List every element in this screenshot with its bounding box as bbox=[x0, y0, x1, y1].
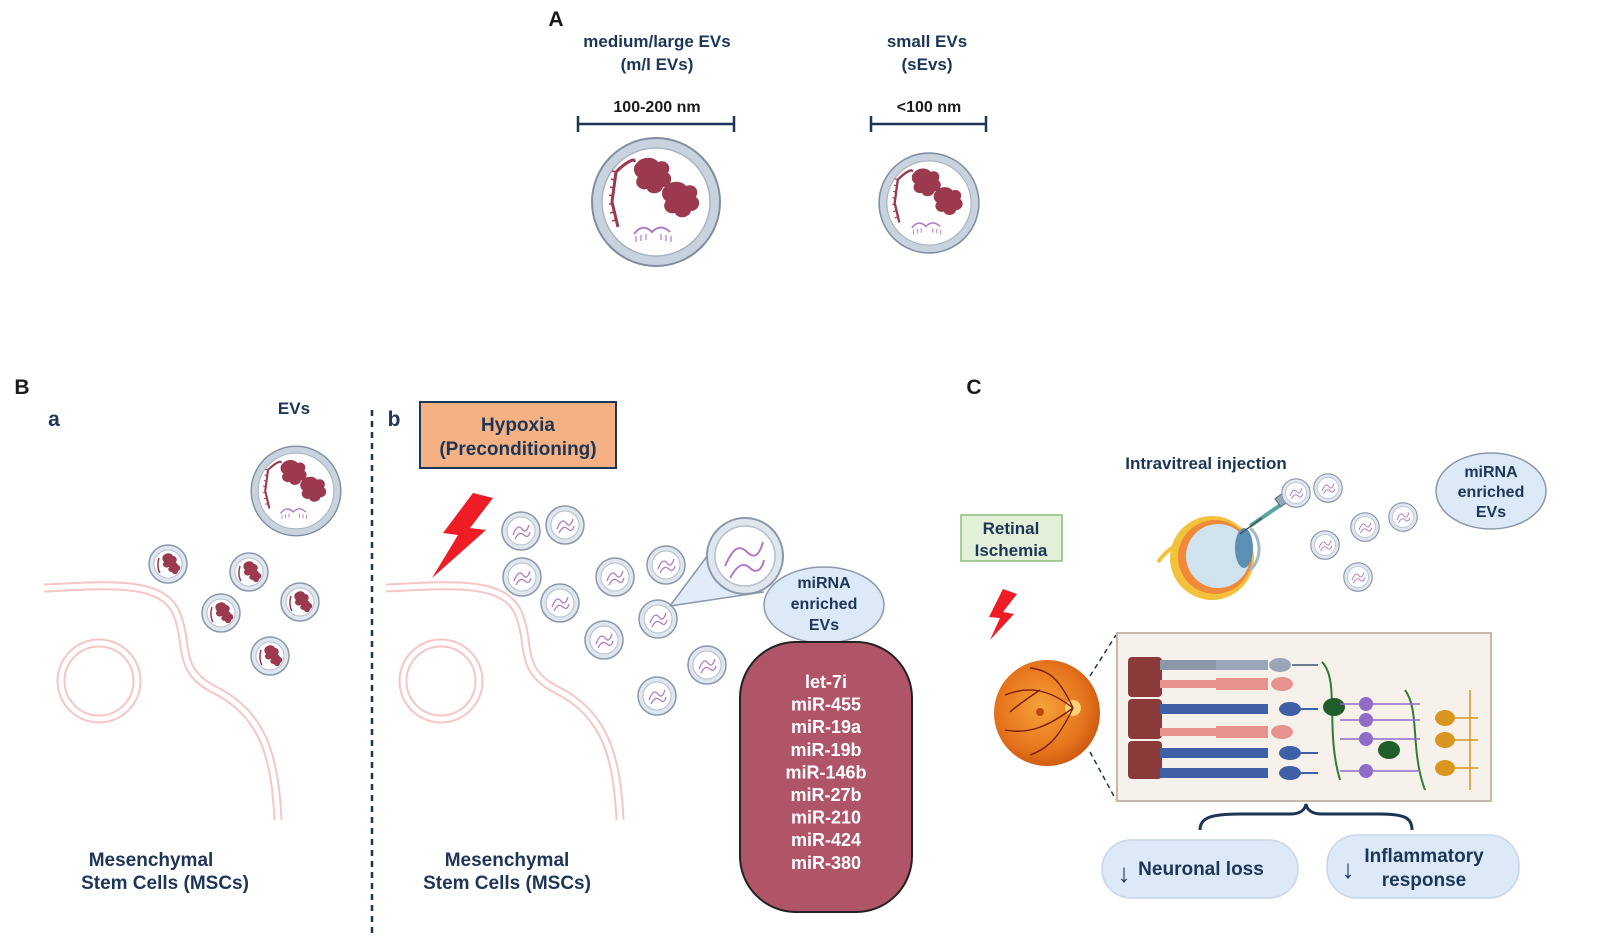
panel-b: B a b EVs Mesenchymal Stem Cells (MSCs) … bbox=[14, 376, 913, 935]
panel-a-letter: A bbox=[548, 8, 563, 31]
msc-a-cell-membrane bbox=[43, 581, 283, 821]
panel-c-letter: C bbox=[966, 376, 981, 399]
small-evs-abbrev: (sEvs) bbox=[901, 55, 952, 74]
injection-label: Intravitreal injection bbox=[1125, 454, 1287, 473]
msc-b-label-line1: Mesenchymal bbox=[445, 850, 570, 871]
mirna-evs-label-3: EVs bbox=[1476, 504, 1506, 521]
eye-cross-section-icon bbox=[1156, 486, 1298, 600]
ev-mirna-vesicle-icon bbox=[1310, 530, 1340, 560]
mirna-evs-label-2: enriched bbox=[1458, 484, 1525, 501]
magnifier-icon bbox=[669, 517, 784, 607]
panel-b-sub-b: b bbox=[388, 408, 401, 431]
ev-mirna-vesicle-icon bbox=[1313, 473, 1343, 503]
ev-mirna-vesicle-icon bbox=[502, 557, 542, 597]
mirna-list-item: miR-19a bbox=[791, 717, 862, 737]
lightning-bolt-icon bbox=[989, 589, 1017, 640]
ev-mirna-vesicle-icon bbox=[1388, 502, 1418, 532]
lightning-bolt-icon bbox=[432, 493, 493, 578]
retina-layers-diagram bbox=[1116, 632, 1492, 802]
ml-evs-title: medium/large EVs bbox=[583, 32, 730, 51]
small-size-scale-bar bbox=[869, 116, 988, 132]
ev-mirna-vesicle-icon bbox=[646, 545, 686, 585]
ml-size-scale-bar bbox=[576, 116, 736, 132]
hypoxia-box bbox=[419, 401, 617, 469]
ev-mirna-vesicle-icon bbox=[584, 620, 624, 660]
mirna-list-item: miR-19b bbox=[790, 740, 861, 760]
ev-mirna-vesicle-icon bbox=[545, 505, 585, 545]
panel-a: A medium/large EVs (m/l EVs) 100-200 nm … bbox=[548, 8, 988, 268]
hypoxia-sublabel: (Preconditioning) bbox=[439, 439, 596, 460]
ev-mirna-vesicle-icon bbox=[595, 557, 635, 597]
retinal-ischemia-label-1: Retinal bbox=[983, 519, 1040, 538]
neuronal-loss-label: Neuronal loss bbox=[1138, 859, 1264, 880]
ev-mirna-vesicle-icon bbox=[1350, 512, 1380, 542]
ev-protein-vesicle-icon bbox=[201, 593, 241, 633]
ev-protein-vesicle-icon bbox=[148, 544, 188, 584]
inflammatory-label-1: Inflammatory bbox=[1364, 846, 1484, 867]
neuronal-loss-pill bbox=[1101, 839, 1299, 899]
mirna-list-item: miR-210 bbox=[791, 808, 861, 828]
retina-fundus-icon bbox=[994, 660, 1100, 766]
ev-protein-vesicle-icon bbox=[250, 636, 290, 676]
panel-b-letter: B bbox=[14, 376, 29, 399]
msc-a-label-line1: Mesenchymal bbox=[89, 850, 214, 871]
mirna-evs-bubble bbox=[1435, 452, 1547, 530]
down-arrow-icon: ↓ bbox=[1118, 858, 1131, 888]
ev-mirna-vesicle-icon bbox=[540, 583, 580, 623]
mirna-list-item: miR-146b bbox=[785, 762, 866, 782]
small-evs-size: <100 nm bbox=[897, 99, 961, 116]
ev-protein-vesicle-icon bbox=[280, 582, 320, 622]
inflammatory-response-pill bbox=[1326, 834, 1520, 899]
mirna-list-box bbox=[739, 641, 913, 913]
small-evs-title: small EVs bbox=[887, 32, 967, 51]
mirna-evs-label-3: EVs bbox=[809, 617, 839, 634]
mirna-list-item: miR-27b bbox=[790, 785, 861, 805]
msc-b-label-line2: Stem Cells (MSCs) bbox=[423, 873, 591, 894]
ml-ev-vesicle-icon bbox=[590, 136, 722, 268]
ev-mirna-vesicle-icon bbox=[1343, 562, 1373, 592]
ev-vesicle-icon bbox=[250, 445, 342, 537]
retinal-ischemia-box bbox=[960, 514, 1063, 562]
ev-mirna-vesicle-icon bbox=[501, 511, 541, 551]
mirna-list-item: miR-424 bbox=[791, 830, 861, 850]
panel-b-sub-a: a bbox=[48, 408, 60, 431]
mirna-evs-label-1: miRNA bbox=[1464, 464, 1518, 481]
mirna-evs-label-2: enriched bbox=[791, 596, 858, 613]
mirna-list-item: let-7i bbox=[805, 672, 847, 692]
panel-c: C Intravitreal injection Retinal Ischemi… bbox=[960, 376, 1547, 899]
hypoxia-label: Hypoxia bbox=[481, 415, 555, 436]
ev-mirna-vesicle-icon bbox=[1281, 478, 1311, 508]
msc-b-cell-membrane bbox=[385, 581, 625, 821]
retinal-ischemia-label-2: Ischemia bbox=[975, 541, 1048, 560]
mirna-evs-label-1: miRNA bbox=[797, 575, 851, 592]
mirna-list-item: miR-380 bbox=[791, 853, 861, 873]
ev-mirna-vesicle-icon bbox=[637, 676, 677, 716]
down-arrow-icon: ↓ bbox=[1342, 854, 1355, 884]
outcome-brace bbox=[1198, 803, 1414, 831]
ml-evs-size: 100-200 nm bbox=[613, 99, 700, 116]
ml-evs-abbrev: (m/l EVs) bbox=[621, 55, 694, 74]
small-ev-vesicle-icon bbox=[877, 151, 981, 255]
mirna-list-item: miR-455 bbox=[791, 695, 861, 715]
zoom-guide-line bbox=[1089, 751, 1117, 801]
evs-label: EVs bbox=[278, 399, 310, 418]
ev-protein-vesicle-icon bbox=[229, 552, 269, 592]
msc-a-label-line2: Stem Cells (MSCs) bbox=[81, 873, 249, 894]
inflammatory-label-2: response bbox=[1382, 870, 1466, 891]
zoom-guide-line bbox=[1089, 634, 1117, 677]
ev-mirna-vesicle-icon bbox=[687, 645, 727, 685]
